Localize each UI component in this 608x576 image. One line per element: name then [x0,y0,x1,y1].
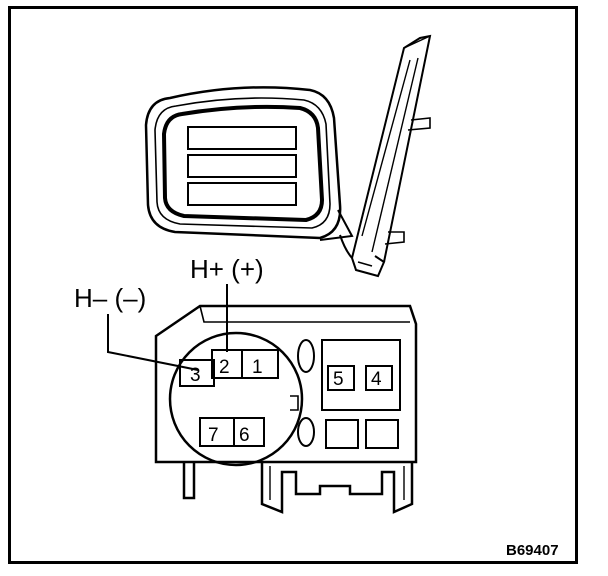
terminal-7-label: 7 [208,425,219,446]
terminal-1: 1 [241,349,279,379]
figure-frame [8,6,578,564]
h-minus-label: H– (–) [74,283,146,313]
terminal-3: 3 [179,359,215,387]
terminal-5: 5 [327,365,355,391]
terminal-7: 7 [199,417,235,447]
terminal-4-label: 4 [371,369,382,390]
terminal-6-label: 6 [239,425,250,446]
terminal-2-label: 2 [219,357,230,378]
terminal-3-label: 3 [190,365,201,386]
terminal-6: 6 [233,417,265,447]
figure-code: B69407 [506,542,559,559]
terminal-2: 2 [211,349,243,379]
connector-body [154,304,418,514]
terminal-4: 4 [365,365,393,391]
side-mirror-illustration [144,34,432,278]
h-minus-leader-line [107,314,199,371]
terminal-5-label: 5 [333,369,344,390]
h-plus-label: H+ (+) [190,254,264,284]
terminal-1-label: 1 [252,357,263,378]
